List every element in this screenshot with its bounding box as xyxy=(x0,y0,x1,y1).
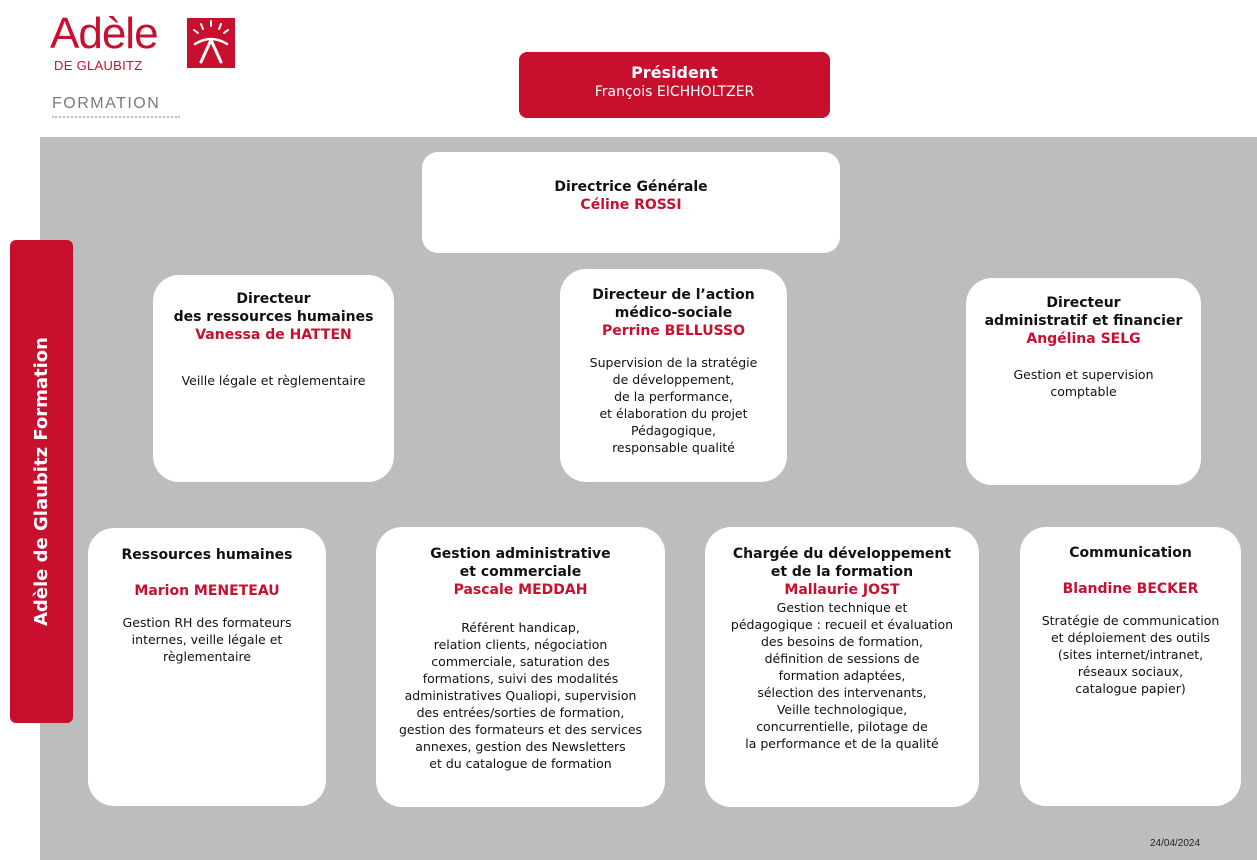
hr-box: Ressources humaines Marion MENETEAU Gest… xyxy=(88,528,326,806)
president-name: François EICHHOLTZER xyxy=(594,84,755,100)
communication-title: Communication xyxy=(1069,545,1192,561)
director-medico-box: Directeur de l’action médico-sociale Per… xyxy=(560,269,787,482)
director-finance-name: Angélina SELG xyxy=(1026,331,1141,347)
admin-title: Gestion administrative et commerciale xyxy=(430,546,611,580)
director-hr-desc: Veille légale et règlementaire xyxy=(181,373,366,388)
directrice-title: Directrice Générale xyxy=(554,179,708,195)
director-finance-box: Directeur administratif et financier Ang… xyxy=(966,278,1201,485)
admin-box: Gestion administrative et commerciale Pa… xyxy=(376,527,665,807)
logo: Adèle DE GLAUBITZ FORMATION xyxy=(50,12,240,122)
development-title: Chargée du développement et de la format… xyxy=(732,546,952,580)
admin-desc: Référent handicap, relation clients, nég… xyxy=(398,620,643,771)
logo-word: Adèle xyxy=(50,9,159,58)
logo-mark-icon xyxy=(187,18,235,68)
directrice-name: Céline ROSSI xyxy=(580,197,682,213)
director-finance-title: Directeur administratif et financier xyxy=(984,295,1183,329)
hr-desc: Gestion RH des formateurs internes, veil… xyxy=(122,615,292,664)
hr-title: Ressources humaines xyxy=(121,547,293,563)
president-box: Président François EICHHOLTZER xyxy=(519,52,830,118)
development-name: Mallaurie JOST xyxy=(784,582,900,598)
development-desc: Gestion technique et pédagogique : recue… xyxy=(730,600,954,751)
logo-subtitle: DE GLAUBITZ xyxy=(54,58,143,73)
side-tab-label: Adèle de Glaubitz Formation xyxy=(31,337,52,627)
admin-name: Pascale MEDDAH xyxy=(453,582,588,598)
director-medico-name: Perrine BELLUSSO xyxy=(601,323,746,339)
communication-box: Communication Blandine BECKER Stratégie … xyxy=(1020,527,1241,806)
director-hr-title: Directeur des ressources humaines xyxy=(173,291,374,325)
director-hr-box: Directeur des ressources humaines Vaness… xyxy=(153,275,394,482)
communication-name: Blandine BECKER xyxy=(1062,581,1199,597)
director-hr-name: Vanessa de HATTEN xyxy=(195,327,352,343)
logo-formation: FORMATION xyxy=(52,95,161,112)
directrice-box: Directrice Générale Céline ROSSI xyxy=(422,152,840,253)
president-title: Président xyxy=(631,63,718,82)
logo-divider xyxy=(52,116,180,118)
development-box: Chargée du développement et de la format… xyxy=(705,527,979,807)
director-medico-title: Directeur de l’action médico-sociale xyxy=(592,287,755,321)
hr-name: Marion MENETEAU xyxy=(134,583,280,599)
director-finance-desc: Gestion et supervision comptable xyxy=(1013,367,1154,399)
director-medico-desc: Supervision de la stratégie de développe… xyxy=(589,355,758,455)
date-label: 24/04/2024 xyxy=(1150,838,1201,849)
side-tab xyxy=(10,240,73,723)
communication-desc: Stratégie de communication et déploiemen… xyxy=(1041,613,1220,696)
